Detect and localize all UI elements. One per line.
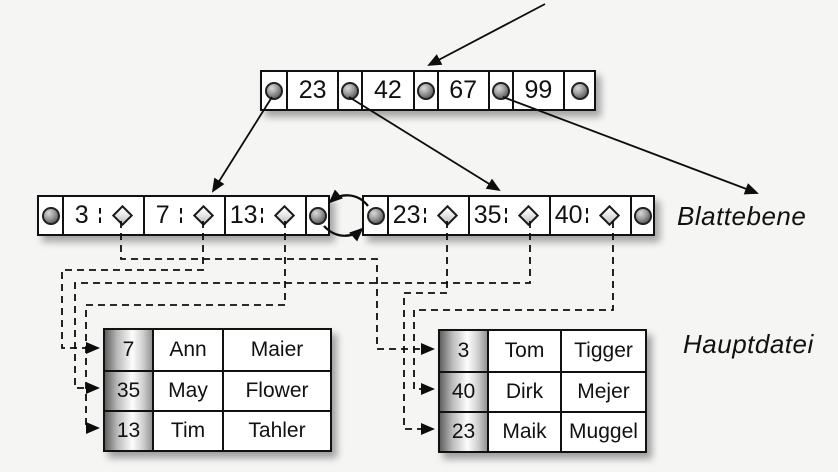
record-pointer-slot [261, 204, 305, 227]
record-last-name: Maier [222, 330, 330, 370]
record-pointer-slot [180, 204, 224, 227]
leaf-key-cell: 13 [224, 197, 305, 234]
diamond-icon [192, 204, 214, 227]
record-pointer-slot [99, 204, 143, 227]
pointer-slot [364, 197, 387, 234]
pointer-slot [39, 197, 62, 234]
record-key-cell: 23 [440, 411, 487, 451]
record-key-cell: 40 [440, 371, 487, 411]
pointer-slot [262, 72, 286, 109]
record-key-cell: 3 [440, 331, 487, 371]
ball-icon [366, 206, 385, 225]
record-first-name: Dirk [487, 371, 560, 411]
leaf-key-cell: 23 [387, 197, 468, 234]
pointer-slot [630, 197, 653, 234]
record-key-cell: 7 [105, 330, 152, 370]
leaf-key: 40 [554, 201, 583, 229]
ball-icon [633, 206, 652, 225]
record-pointer-slot [586, 204, 630, 227]
record-first-name: May [152, 370, 222, 410]
pointer-slot [563, 72, 594, 109]
root-node: 23 42 67 99 [260, 70, 596, 111]
root-to-left-leaf-arrow [211, 96, 273, 193]
leaf-key-cell: 3 [62, 197, 143, 234]
ball-icon [491, 81, 510, 100]
leaf-key: 23 [392, 201, 421, 229]
root-to-offpage-leaf-arrow [502, 96, 759, 195]
root-key-cell: 99 [511, 72, 563, 109]
main-file-label: Hauptdatei [683, 329, 814, 359]
diamond-icon [436, 204, 458, 227]
record-first-name: Ann [152, 330, 222, 370]
record-last-name: Tahler [222, 410, 330, 450]
main-file-table-left: 7 Ann Maier 35 May Flower 13 Tim Tahler [103, 328, 332, 452]
leaf-node-right: 23 35 40 [362, 195, 655, 236]
ball-icon [570, 81, 589, 100]
ball-icon [416, 81, 435, 100]
record-last-name: Muggel [560, 411, 645, 451]
root-key-cell: 42 [361, 72, 412, 109]
root-key-cell: 67 [436, 72, 488, 109]
main-file-table-right: 3 Tom Tigger 40 Dirk Mejer 23 Maik Mugge… [438, 329, 647, 453]
record-first-name: Tom [487, 331, 560, 371]
leaf-key-cell: 40 [549, 197, 630, 234]
ball-icon [341, 81, 360, 100]
record-pointer-slot [424, 204, 468, 227]
record-last-name: Tigger [560, 331, 645, 371]
leaf-key: 13 [229, 201, 258, 229]
ball-icon [41, 206, 60, 225]
ball-icon [265, 81, 283, 100]
leaf-key-cell: 35 [468, 197, 549, 234]
leaf-key-cell: 7 [143, 197, 224, 234]
record-last-name: Flower [222, 370, 330, 410]
leaf-key: 3 [74, 201, 89, 229]
leaf-level-label: Blattebene [677, 201, 807, 231]
diamond-icon [273, 204, 295, 227]
root-key-cell: 23 [286, 72, 337, 109]
record-first-name: Maik [487, 411, 560, 451]
diamond-icon [517, 204, 539, 227]
pointer-slot [337, 72, 361, 109]
pointer-slot [412, 72, 437, 109]
pointer-slot [487, 72, 512, 109]
leaf-node-left: 3 7 13 [37, 195, 330, 236]
incoming-root-arrow [427, 3, 546, 66]
ball-icon [308, 206, 327, 225]
record-last-name: Mejer [560, 371, 645, 411]
record-key-cell: 13 [105, 410, 152, 450]
record-key-cell: 35 [105, 370, 152, 410]
diamond-icon [598, 204, 620, 227]
record-first-name: Tim [152, 410, 222, 450]
record-pointer-slot [505, 204, 549, 227]
leaf-key: 7 [155, 201, 170, 229]
leaf-key: 35 [473, 201, 502, 229]
pointer-slot [305, 197, 328, 234]
diamond-icon [111, 204, 133, 227]
